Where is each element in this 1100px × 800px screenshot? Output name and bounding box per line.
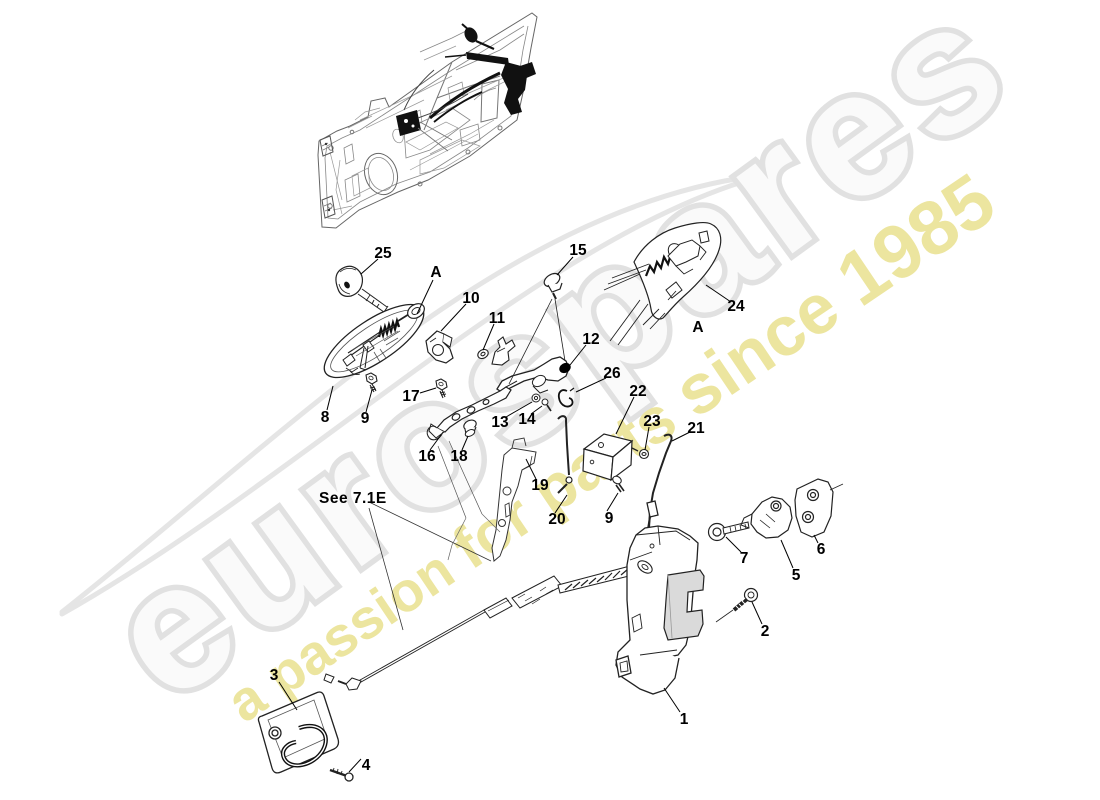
svg-text:3: 3: [270, 667, 279, 684]
svg-text:18: 18: [450, 448, 468, 465]
svg-text:22: 22: [629, 383, 646, 400]
svg-text:10: 10: [462, 290, 479, 307]
svg-text:16: 16: [418, 448, 436, 465]
svg-text:17: 17: [402, 388, 419, 405]
svg-text:12: 12: [582, 331, 599, 348]
svg-text:15: 15: [569, 242, 587, 259]
svg-text:A: A: [430, 264, 441, 281]
svg-text:9: 9: [361, 410, 370, 427]
svg-text:8: 8: [321, 409, 330, 426]
svg-text:6: 6: [817, 541, 826, 558]
svg-text:5: 5: [792, 567, 801, 584]
svg-text:19: 19: [531, 477, 549, 494]
svg-text:26: 26: [603, 365, 621, 382]
svg-text:23: 23: [643, 413, 661, 430]
svg-text:See 7.1E: See 7.1E: [319, 490, 387, 507]
svg-text:25: 25: [374, 245, 392, 262]
svg-text:A: A: [692, 319, 703, 336]
svg-text:24: 24: [727, 298, 745, 315]
svg-text:14: 14: [518, 411, 536, 428]
svg-text:13: 13: [491, 414, 509, 431]
svg-text:20: 20: [548, 511, 565, 528]
svg-text:1: 1: [680, 711, 689, 728]
svg-text:9: 9: [605, 510, 614, 527]
svg-text:21: 21: [687, 420, 705, 437]
svg-text:2: 2: [761, 623, 770, 640]
svg-text:11: 11: [489, 310, 506, 327]
svg-text:7: 7: [740, 550, 749, 567]
svg-text:4: 4: [362, 757, 371, 774]
